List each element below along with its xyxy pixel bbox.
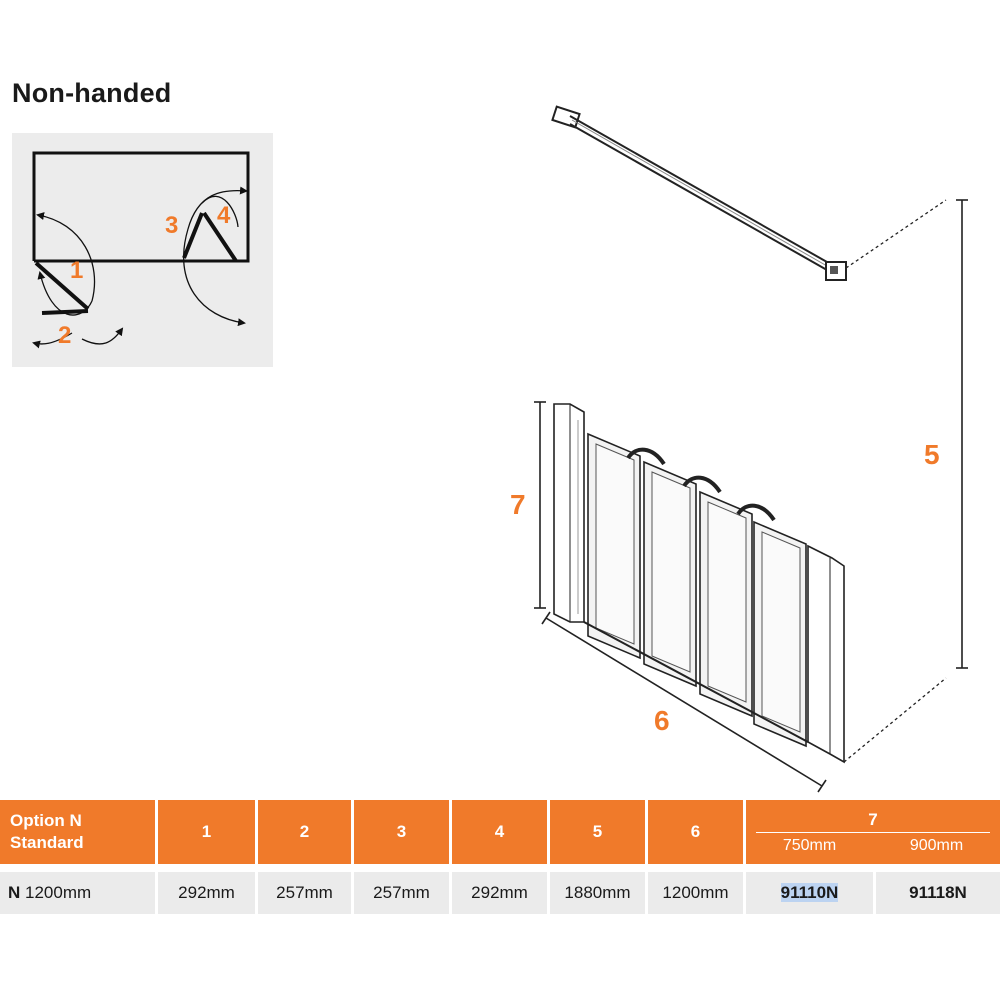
swing-arc-1 [36, 212, 96, 302]
swing-arc-4 [201, 195, 239, 228]
header-col-3: 3 [354, 800, 452, 864]
bath-screen [553, 403, 845, 764]
guide-top [845, 199, 947, 269]
header-col-1: 1 [158, 800, 258, 864]
door-leaf-4 [202, 211, 238, 263]
row-option: N 1200mm [0, 864, 158, 914]
plan-label-3: 3 [165, 212, 178, 239]
cell-6: 1200mm [648, 864, 746, 914]
cell-3: 257mm [354, 864, 452, 914]
header-col-7-sub-900: 900mm [909, 837, 964, 854]
header-col-6: 6 [648, 800, 746, 864]
dim-label-6: 6 [654, 705, 670, 736]
plan-label-4: 4 [217, 202, 231, 229]
swing-arc-3b [183, 228, 246, 327]
cell-code-900[interactable]: 91118N [876, 864, 1000, 914]
spec-table: Option N Standard 1 2 3 4 5 6 7 750mm 90… [0, 800, 1000, 914]
plan-label-2: 2 [58, 322, 71, 349]
cell-4: 292mm [452, 864, 550, 914]
header-col-5: 5 [550, 800, 648, 864]
dim-label-7: 7 [510, 489, 526, 520]
header-col-4: 4 [452, 800, 550, 864]
cell-5: 1880mm [550, 864, 648, 914]
door-leaf-2 [41, 309, 89, 315]
isometric-drawing: 5 7 [500, 90, 1000, 805]
swing-arc-3 [187, 186, 248, 230]
table-row: N 1200mm 292mm 257mm 257mm 292mm 1880mm … [0, 864, 1000, 914]
header-col-2: 2 [258, 800, 354, 864]
page-title: Non-handed [12, 78, 172, 108]
swing-arc-2b [81, 327, 124, 345]
cell-code-750[interactable]: 91110N [746, 864, 876, 914]
swing-arc-2 [32, 332, 73, 349]
dim-label-5: 5 [924, 439, 940, 470]
cell-1: 292mm [158, 864, 258, 914]
cell-2: 257mm [258, 864, 354, 914]
header-option: Option N Standard [0, 800, 158, 864]
swing-arc-1b [37, 271, 93, 316]
header-col-7-sub-750: 750mm [782, 837, 837, 854]
header-col-7: 7 750mm 900mm [746, 800, 1000, 864]
door-leaf-1 [34, 261, 90, 311]
plan-label-1: 1 [70, 257, 83, 284]
guide-bottom [843, 677, 947, 763]
plan-diagram: 1 2 3 4 [12, 133, 273, 367]
dim-6-line [545, 617, 823, 787]
top-rail [551, 105, 847, 281]
enclosure-outline [32, 151, 250, 263]
door-leaf-3 [182, 212, 204, 259]
